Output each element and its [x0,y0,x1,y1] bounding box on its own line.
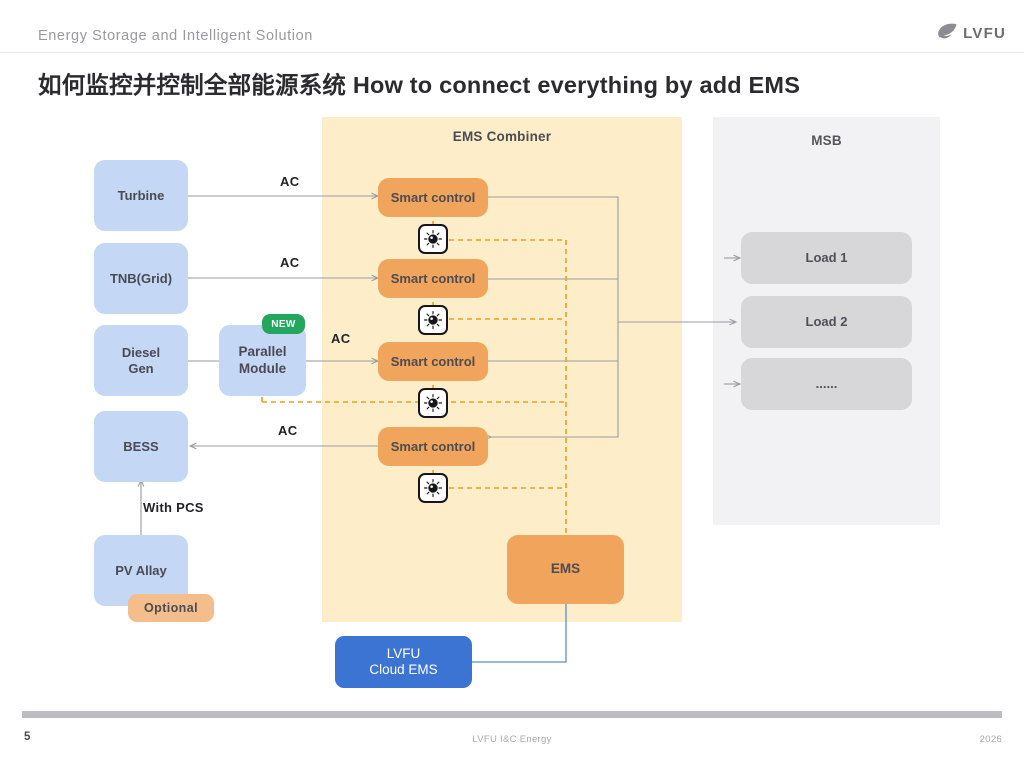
badge-new: NEW [262,314,305,334]
footer-page-number: 5 [24,731,31,743]
dial-knob-icon[interactable] [418,224,448,254]
node-diesel-gen-label-1: Diesel [121,344,161,360]
node-smart-control-4-label: Smart control [390,438,476,454]
panel-ems-combiner-title: EMS Combiner [452,129,552,144]
node-lvfu-cloud-ems-label-1: LVFU [386,645,421,661]
page-title: 如何监控并控制全部能源系统 How to connect everything … [38,66,800,100]
footer-divider [22,711,1002,718]
edge-label-ac-4: AC [278,423,298,438]
node-smart-control-2[interactable]: Smart control [378,259,488,298]
node-bess-label: BESS [123,438,159,454]
node-diesel-gen[interactable]: Diesel Gen [94,325,188,396]
footer-company: LVFU I&C Energy [472,734,552,745]
page-title-cn: 如何监控并控制全部能源系统 [38,72,347,98]
node-parallel-module[interactable]: Parallel Module [219,325,306,396]
node-lvfu-cloud-ems[interactable]: LVFU Cloud EMS [335,636,472,688]
edge-label-ac-3: AC [331,331,351,346]
node-turbine[interactable]: Turbine [94,160,188,231]
node-smart-control-3-label: Smart control [390,353,476,369]
edge-label-ac-2: AC [280,255,300,270]
node-smart-control-3[interactable]: Smart control [378,342,488,381]
page-title-en: How to connect everything by add EMS [352,72,801,98]
node-load-1-label: Load 1 [805,250,848,266]
header-divider [0,52,1024,53]
leaf-swoosh-icon [934,20,960,46]
node-smart-control-2-label: Smart control [390,270,476,286]
dial-knob-icon[interactable] [418,473,448,503]
node-pv-allay-label: PV Allay [115,562,167,578]
node-load-1[interactable]: Load 1 [741,232,912,284]
dial-knob-icon[interactable] [418,305,448,335]
node-load-more[interactable]: ...... [741,358,912,410]
node-load-2[interactable]: Load 2 [741,296,912,348]
node-tnb-grid[interactable]: TNB(Grid) [94,243,188,314]
node-parallel-module-label-2: Module [238,360,287,376]
node-smart-control-1-label: Smart control [390,189,476,205]
node-load-more-label: ...... [815,376,838,392]
dial-knob-icon[interactable] [418,388,448,418]
node-smart-control-4[interactable]: Smart control [378,427,488,466]
badge-new-label: NEW [271,318,296,330]
panel-ems-combiner: EMS Combiner [322,117,682,622]
node-lvfu-cloud-ems-label-2: Cloud EMS [369,662,438,677]
footer-year: 2026 [979,734,1002,745]
node-ems-label: EMS [550,561,581,577]
node-turbine-label: Turbine [117,187,165,203]
node-diesel-gen-label-2: Gen [128,360,154,376]
node-tnb-grid-label: TNB(Grid) [109,270,173,286]
slide-kicker: Energy Storage and Intelligent Solution [38,28,313,44]
node-bess[interactable]: BESS [94,411,188,482]
badge-optional-label: Optional [144,601,198,615]
panel-msb-title: MSB [811,133,842,148]
node-smart-control-1[interactable]: Smart control [378,178,488,217]
node-ems[interactable]: EMS [507,535,624,604]
node-load-2-label: Load 2 [805,314,848,330]
logo-wordmark: LVFU [963,24,1006,42]
brand-logo: LVFU [934,20,1006,46]
badge-optional: Optional [128,594,214,622]
node-parallel-module-label-1: Parallel [238,344,287,360]
edge-label-with-pcs: With PCS [143,500,204,515]
edge-label-ac-1: AC [280,174,300,189]
